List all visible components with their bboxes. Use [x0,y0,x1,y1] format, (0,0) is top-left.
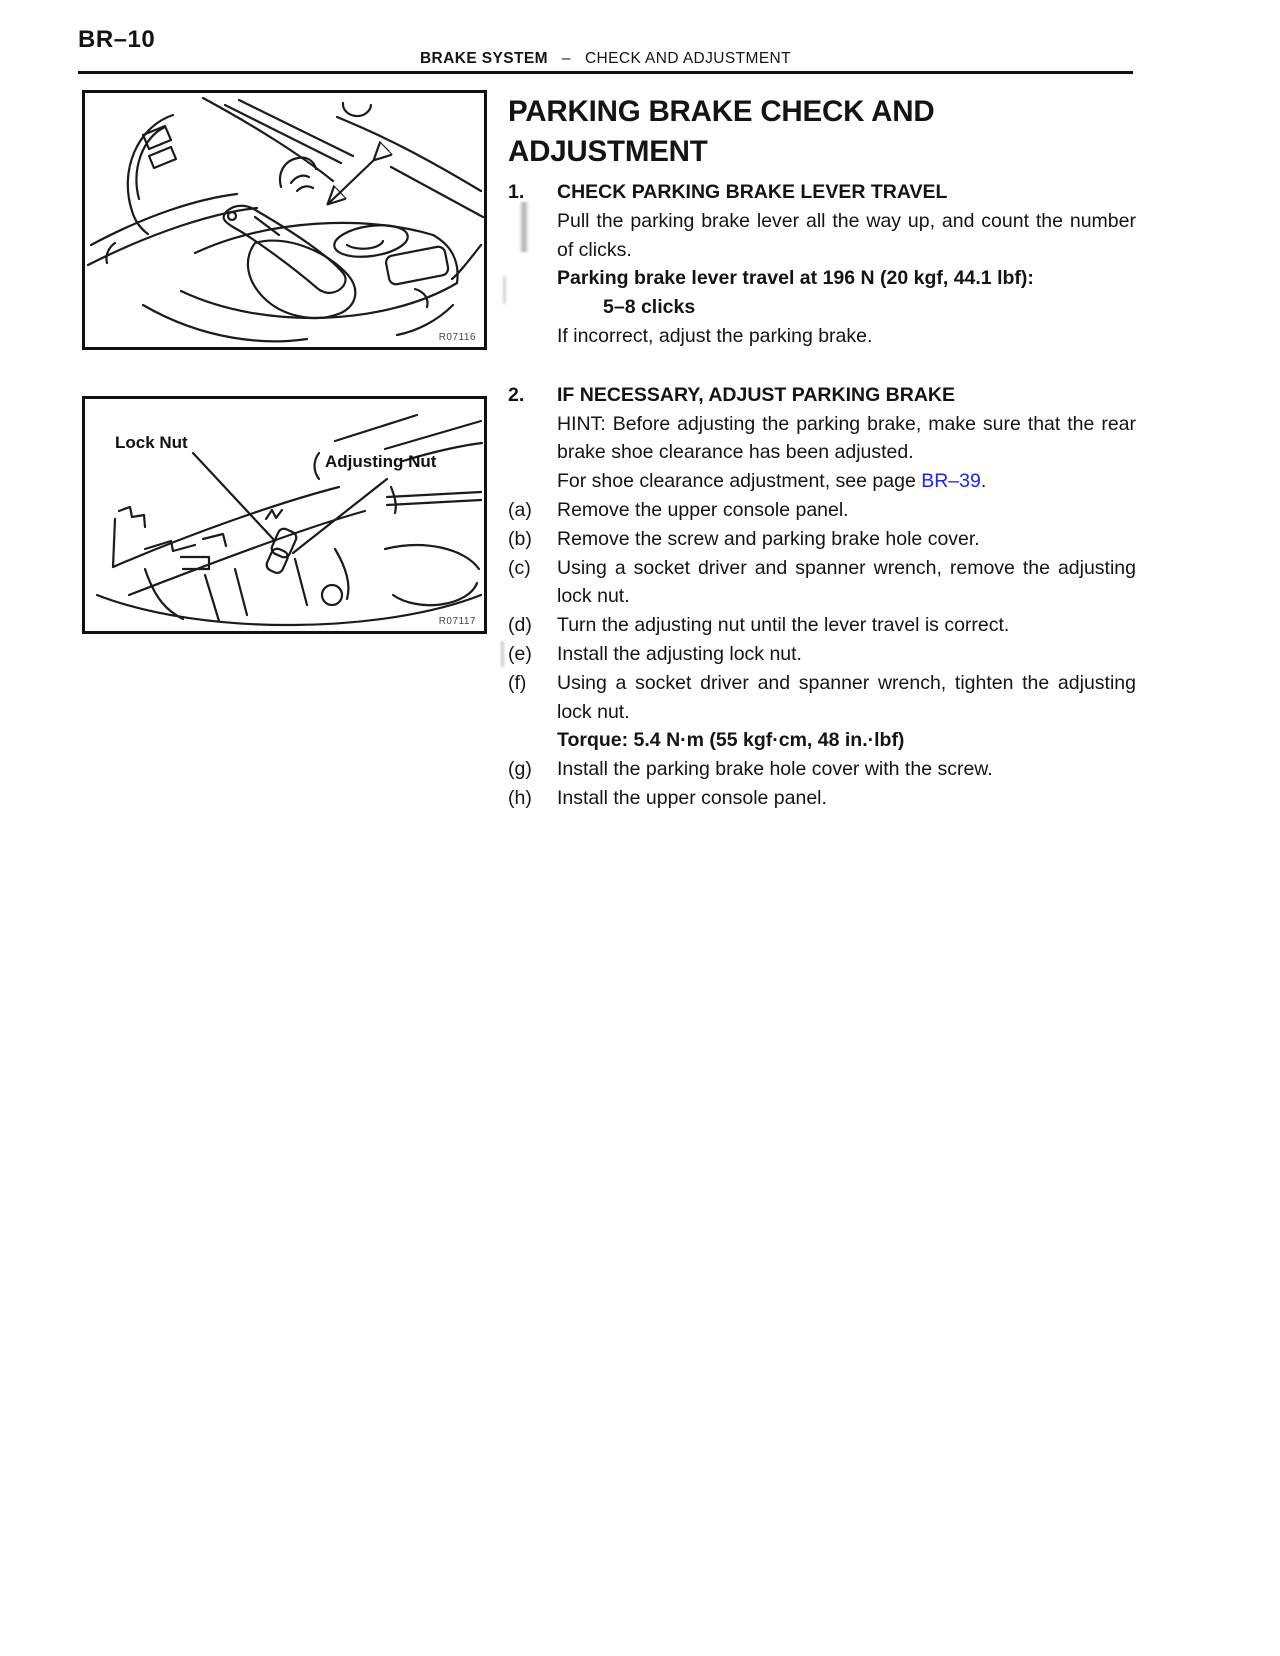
figure-code: R07116 [438,332,476,343]
substep-c: (c) Using a socket driver and spanner wr… [508,554,1136,612]
hint-text: HINT: Before adjusting the parking brake… [557,412,1136,464]
running-header-dash: – [561,50,571,67]
item-body: If incorrect, adjust the parking brake. [557,324,873,347]
substep-text: Using a socket driver and spanner wrench… [557,671,1136,723]
running-header-section: BRAKE SYSTEM [419,50,548,67]
substep-g: (g) Install the parking brake hole cover… [508,755,1136,784]
label-lock-nut: Lock Nut [115,433,188,452]
substep-h: (h) Install the upper console panel. [508,784,1136,813]
substep-text: Remove the screw and parking brake hole … [557,527,980,550]
procedure-item-1: 1. CHECK PARKING BRAKE LEVER TRAVEL Pull… [508,178,1136,351]
change-bar [502,276,507,304]
figure-code: R07117 [438,616,476,627]
lever-travel-arrow-icon [329,159,375,203]
item-body: Pull the parking brake lever all the way… [557,209,1136,261]
substep-b: (b) Remove the screw and parking brake h… [508,525,1136,554]
change-bar [500,641,505,667]
substep-label: (g) [508,758,532,781]
header-rule [78,71,1133,74]
substep-label: (c) [508,556,531,579]
figure-parking-brake-lever: R07116 [82,90,487,350]
label-adjusting-nut: Adjusting Nut [325,452,437,471]
procedure-text: PARKING BRAKE CHECK AND ADJUSTMENT 1. CH… [508,92,1136,813]
substep-text: Install the parking brake hole cover wit… [557,758,993,781]
substep-text: Remove the upper console panel. [557,498,849,521]
substep-a: (a) Remove the upper console panel. [508,496,1136,525]
substep-label: (h) [508,786,532,809]
torque-spec: Torque: 5.4 N·m (55 kgf·cm, 48 in.·lbf) [557,729,905,752]
running-header: BRAKE SYSTEM–CHECK AND ADJUSTMENT [78,50,1133,68]
item-number: 2. [508,383,525,406]
substep-label: (b) [508,527,532,550]
substep-label: (d) [508,614,532,637]
page-title: PARKING BRAKE CHECK AND ADJUSTMENT [508,95,935,168]
page-code: BR–10 [78,26,156,53]
spec-line: Parking brake lever travel at 196 N (20 … [557,267,1034,290]
running-header-subsection: CHECK AND ADJUSTMENT [584,50,792,67]
mechanism-line-drawing [95,413,484,627]
page-ref-link[interactable]: BR–39 [921,470,981,493]
item-number: 1. [508,181,525,203]
procedure-item-2: 2. IF NECESSARY, ADJUST PARKING BRAKE HI… [508,381,1136,496]
console-line-drawing [86,96,484,343]
substep-e: (e) Install the adjusting lock nut. [508,640,1136,669]
substep-label: (f) [508,671,527,694]
substep-text: Install the adjusting lock nut. [557,642,802,665]
substep-label: (e) [508,642,532,665]
figure-lock-adjusting-nut: Lock Nut Adjusting Nut R07117 [82,396,487,634]
item-heading: IF NECESSARY, ADJUST PARKING BRAKE [557,383,955,406]
item-heading: CHECK PARKING BRAKE LEVER TRAVEL [557,181,948,203]
spec-value: 5–8 clicks [603,296,696,319]
substep-label: (a) [508,498,532,521]
substep-f: (f) Using a socket driver and spanner wr… [508,669,1136,755]
substep-text: Install the upper console panel. [557,786,827,809]
substep-text: Turn the adjusting nut until the lever t… [557,614,1010,637]
reference-suffix: . [980,470,987,493]
substep-d: (d) Turn the adjusting nut until the lev… [508,611,1136,640]
substep-text: Using a socket driver and spanner wrench… [557,556,1136,608]
reference-line: For shoe clearance adjustment, see page … [557,467,1136,496]
reference-prefix: For shoe clearance adjustment, see page [557,470,922,493]
